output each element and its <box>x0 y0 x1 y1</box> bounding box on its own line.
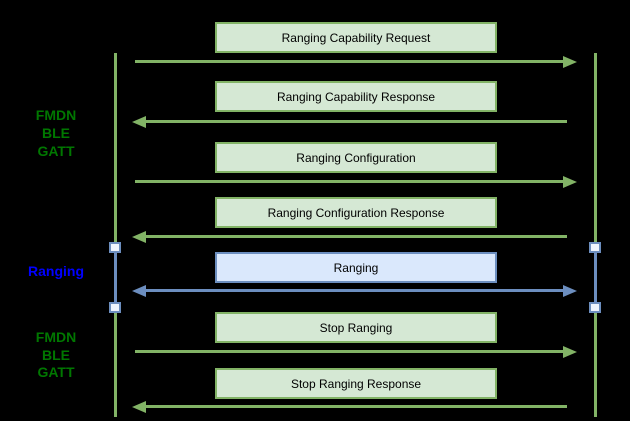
section-label-line: GATT <box>37 143 75 159</box>
message-box-stop-ranging-response: Stop Ranging Response <box>215 368 497 399</box>
message-label: Ranging Capability Response <box>276 89 436 104</box>
arrowhead-right-icon <box>563 285 577 297</box>
arrow-shaft <box>145 405 567 408</box>
message-label: Stop Ranging Response <box>290 376 422 391</box>
lifeline-right-ranging-segment <box>594 250 597 307</box>
section-label-line: BLE <box>42 125 70 141</box>
arrowhead-left-icon <box>132 401 146 413</box>
section-label-line: FMDN <box>35 107 77 123</box>
message-box-ranging-configuration-response: Ranging Configuration Response <box>215 197 497 228</box>
arrow-shaft <box>145 289 564 292</box>
section-label-fmdn-ble-gatt-top: FMDN BLE GATT <box>10 106 102 160</box>
lifeline-right <box>594 53 597 417</box>
message-box-ranging: Ranging <box>215 252 497 283</box>
activation-marker-left-bottom <box>109 302 121 313</box>
message-label: Ranging <box>333 260 379 275</box>
arrow-ranging-capability-request <box>132 56 577 68</box>
arrow-ranging-bidirectional <box>132 285 577 297</box>
message-label: Ranging Capability Request <box>281 30 431 45</box>
arrowhead-right-icon <box>563 346 577 358</box>
section-label-line: GATT <box>37 364 75 380</box>
arrow-ranging-configuration-response <box>132 231 577 243</box>
arrow-stop-ranging <box>132 346 577 358</box>
section-label-fmdn-ble-gatt-bottom: FMDN BLE GATT <box>10 329 102 382</box>
message-label: Stop Ranging <box>319 320 393 335</box>
activation-marker-right-bottom <box>589 302 601 313</box>
arrow-shaft <box>145 235 567 238</box>
message-label: Ranging Configuration Response <box>267 205 445 220</box>
message-box-ranging-capability-request: Ranging Capability Request <box>215 22 497 53</box>
message-label: Ranging Configuration <box>296 150 416 165</box>
arrowhead-left-icon <box>132 285 146 297</box>
arrow-shaft <box>135 60 565 63</box>
arrowhead-left-icon <box>132 231 146 243</box>
arrowhead-right-icon <box>563 56 577 68</box>
lifeline-left-ranging-segment <box>114 250 117 307</box>
section-label-line: FMDN <box>35 329 77 345</box>
lifeline-left <box>114 53 117 417</box>
section-label-line: BLE <box>42 346 70 363</box>
arrowhead-right-icon <box>563 176 577 188</box>
arrow-shaft <box>135 350 565 353</box>
message-box-ranging-configuration: Ranging Configuration <box>215 142 497 173</box>
arrow-ranging-configuration <box>132 176 577 188</box>
arrow-shaft <box>145 120 567 123</box>
arrow-stop-ranging-response <box>132 401 577 413</box>
message-box-stop-ranging: Stop Ranging <box>215 312 497 343</box>
arrow-shaft <box>135 180 565 183</box>
message-box-ranging-capability-response: Ranging Capability Response <box>215 81 497 112</box>
arrowhead-left-icon <box>132 116 146 128</box>
activation-marker-left-top <box>109 242 121 253</box>
section-label-ranging: Ranging <box>10 262 102 280</box>
arrow-ranging-capability-response <box>132 116 577 128</box>
activation-marker-right-top <box>589 242 601 253</box>
section-label-line: Ranging <box>28 263 84 279</box>
